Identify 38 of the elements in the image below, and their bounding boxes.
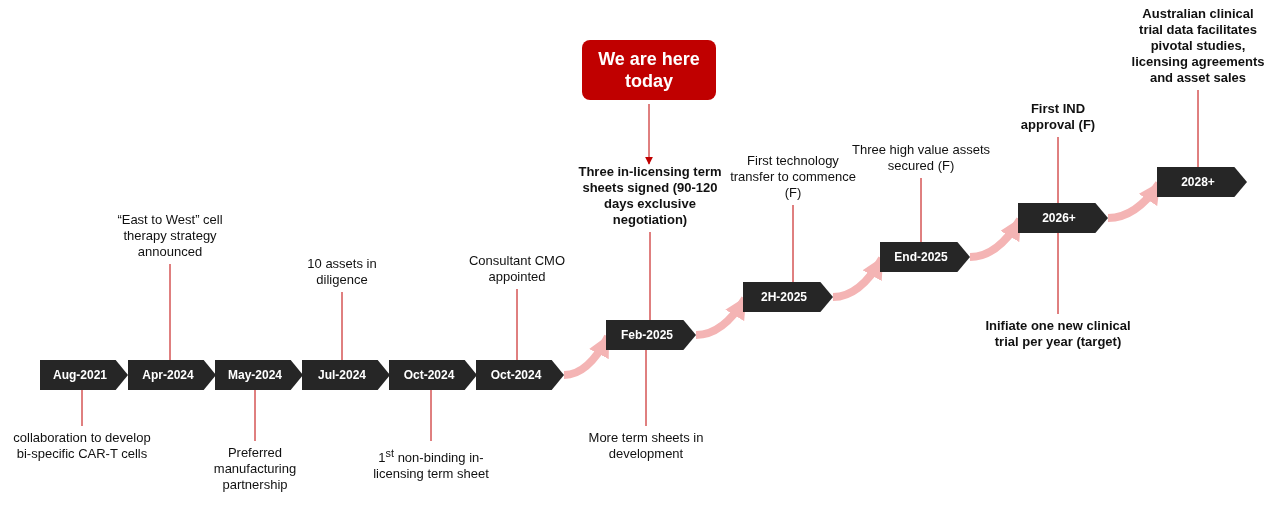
milestone-text: “East to West” cell therapy strategy announced xyxy=(105,212,235,260)
milestone-text: Inifiate one new clinical trial per year (target) xyxy=(978,318,1138,350)
date-tag: Aug-2021 xyxy=(40,360,128,390)
date-tag: Oct-2024 xyxy=(389,360,477,390)
leader-line xyxy=(1197,89,1199,168)
leader-line xyxy=(169,263,171,361)
milestone-text: Australian clinical trial data facilitates pivotal studies, licensing agreements and asset sales xyxy=(1130,6,1266,86)
arrow xyxy=(645,103,653,165)
milestone-text: Preferred manufacturing partnership xyxy=(190,445,320,493)
milestone-text: More term sheets in development xyxy=(571,430,721,462)
curved-arrow xyxy=(563,334,612,379)
date-tag: 2026+ xyxy=(1018,203,1108,233)
date-tag: 2028+ xyxy=(1157,167,1247,197)
date-tag: Oct-2024 xyxy=(476,360,564,390)
leader-line xyxy=(430,389,432,442)
milestone-text: First IND approval (F) xyxy=(1003,101,1113,133)
date-tag: Apr-2024 xyxy=(128,360,216,390)
leader-line xyxy=(792,204,794,283)
date-tag: Feb-2025 xyxy=(606,320,696,350)
callout-badge: We are here today xyxy=(582,40,716,100)
milestone-text: 10 assets in diligence xyxy=(287,256,397,288)
milestone-text: 1$^{st}$ non-binding in-licensing term sheet xyxy=(371,445,491,483)
leader-line xyxy=(649,231,651,321)
leader-line xyxy=(1057,232,1059,315)
leader-line xyxy=(1057,136,1059,204)
milestone-text: Consultant CMO appointed xyxy=(447,253,587,285)
leader-line xyxy=(920,177,922,243)
milestone-text: Three in-licensing term sheets signed (90-120 days exclusive negotiation) xyxy=(575,164,725,228)
leader-line xyxy=(254,389,256,442)
date-tag: May-2024 xyxy=(215,360,303,390)
leader-line xyxy=(516,288,518,361)
date-tag: End-2025 xyxy=(880,242,970,272)
leader-line xyxy=(645,349,647,427)
date-tag: 2H-2025 xyxy=(743,282,833,312)
milestone-text: collaboration to develop bi-specific CAR-T cells xyxy=(12,430,152,462)
leader-line xyxy=(341,291,343,361)
leader-line xyxy=(81,389,83,427)
date-tag: Jul-2024 xyxy=(302,360,390,390)
